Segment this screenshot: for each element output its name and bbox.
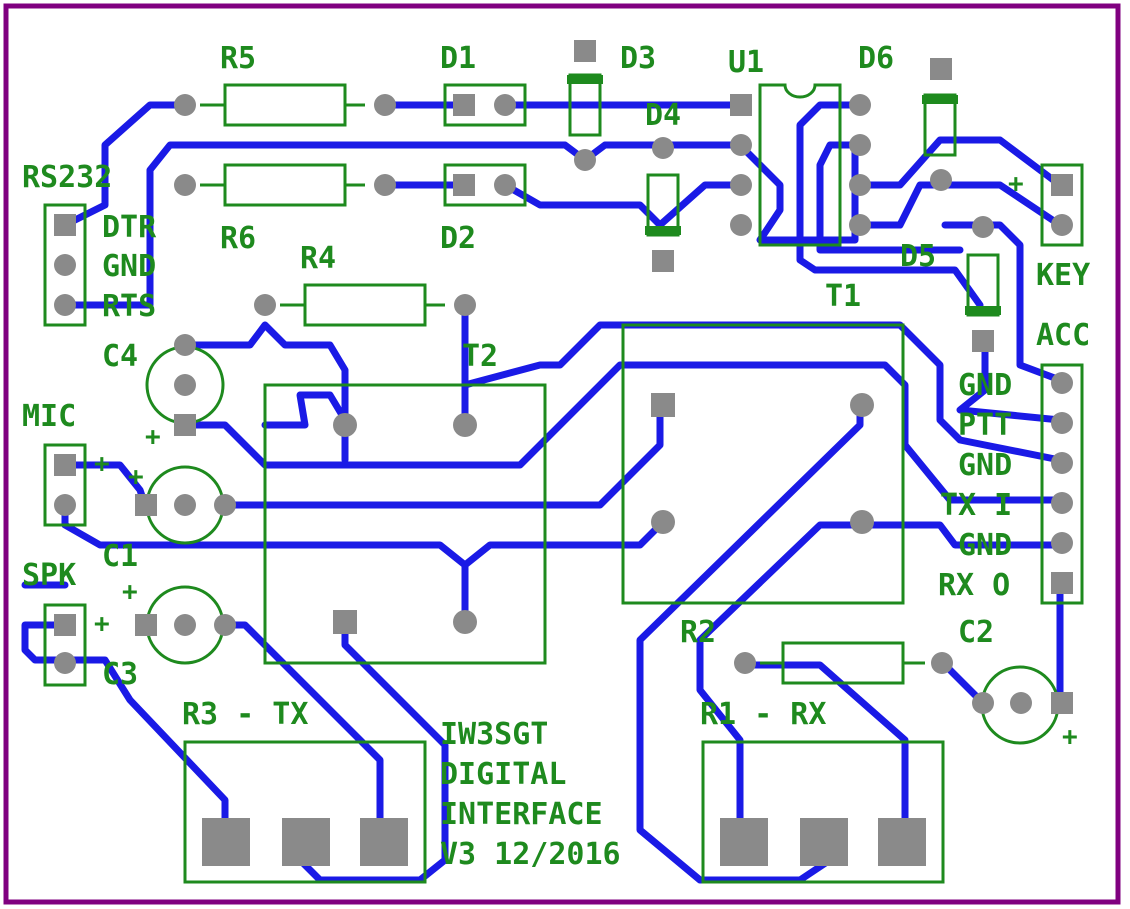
label-c1: C1 <box>102 539 138 574</box>
mic-header <box>43 443 87 527</box>
plus-mic: + <box>94 449 110 479</box>
label-c3: C3 <box>102 657 138 692</box>
label-acc-ptt: PTT <box>958 408 1012 443</box>
label-acc-gnd2: GND <box>958 448 1012 483</box>
label-r5: R5 <box>220 41 256 76</box>
label-r2: R2 <box>680 615 716 650</box>
label-t1: T1 <box>825 279 861 314</box>
label-d6: D6 <box>858 41 894 76</box>
u1-outline <box>758 83 842 247</box>
credit-line-3: INTERFACE <box>440 797 603 832</box>
credit-line-1: IW3SGT <box>440 717 548 752</box>
plus-c3: + <box>122 577 138 607</box>
label-r1-rx: R1 - RX <box>700 697 826 732</box>
plus-spk: + <box>94 609 110 639</box>
label-d3: D3 <box>620 41 656 76</box>
label-r3-tx: R3 - TX <box>182 697 308 732</box>
r3-tx-outline <box>183 740 427 884</box>
label-d4: D4 <box>645 98 681 133</box>
credit-line-4: V3 12/2016 <box>440 837 621 872</box>
silkscreen <box>43 73 1084 884</box>
label-dtr: DTR <box>102 210 157 245</box>
label-rs232: RS232 <box>22 160 112 195</box>
label-d1: D1 <box>440 41 476 76</box>
label-key: KEY <box>1036 258 1090 293</box>
plus-key: + <box>1008 169 1024 199</box>
label-rts: RTS <box>102 289 156 324</box>
label-c4: C4 <box>102 339 138 374</box>
d2-outline <box>443 163 527 207</box>
acc-header <box>1040 363 1084 605</box>
label-t2: T2 <box>462 339 498 374</box>
label-d5: D5 <box>900 239 936 274</box>
label-r4: R4 <box>300 241 336 276</box>
t2-outline <box>263 383 547 665</box>
plus-c1: + <box>128 462 144 492</box>
credit-line-2: DIGITAL <box>440 757 566 792</box>
plus-c2: + <box>1062 722 1078 752</box>
label-c2: C2 <box>958 615 994 650</box>
label-d2: D2 <box>440 221 476 256</box>
label-acc-rxo: RX O <box>938 568 1010 603</box>
t1-outline <box>621 323 905 605</box>
label-r6: R6 <box>220 221 256 256</box>
label-acc: ACC <box>1036 318 1090 353</box>
d1-outline <box>443 83 527 127</box>
key-header <box>1040 163 1084 247</box>
plus-c4: + <box>145 422 161 452</box>
label-acc-gnd3: GND <box>958 528 1012 563</box>
rs232-header <box>43 203 87 327</box>
r1-rx-outline <box>701 740 945 884</box>
label-acc-txi: TX I <box>940 488 1012 523</box>
pads <box>54 40 1073 866</box>
label-gnd-rs232: GND <box>102 249 156 284</box>
label-u1: U1 <box>728 45 764 80</box>
label-mic: MIC <box>22 399 76 434</box>
label-acc-gnd1: GND <box>958 368 1012 403</box>
spk-header <box>43 603 87 687</box>
label-spk: SPK <box>22 558 76 593</box>
